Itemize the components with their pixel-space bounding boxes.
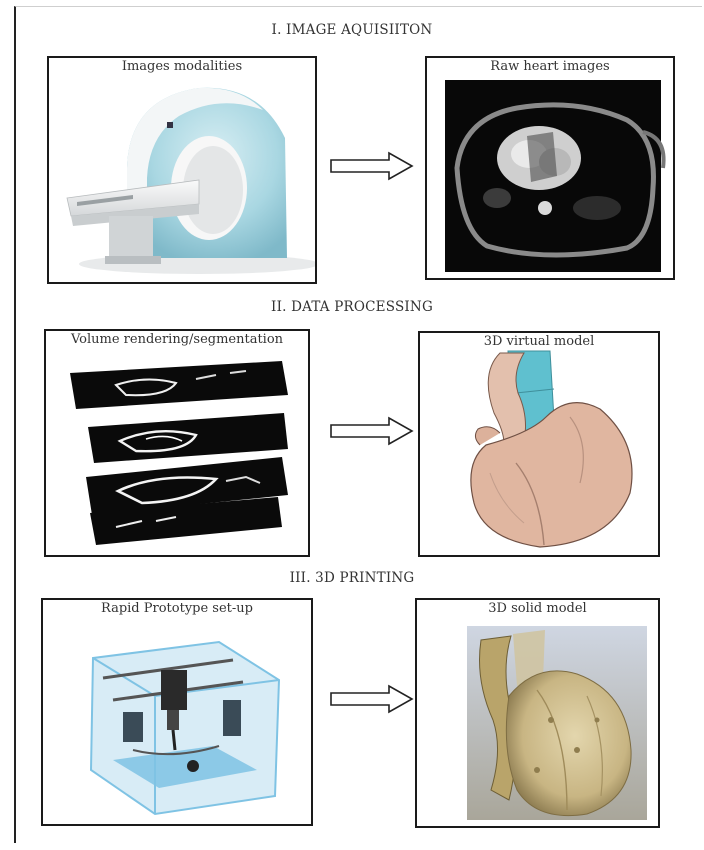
panel-title-3d-virtual-model: 3D virtual model	[420, 334, 658, 349]
panel-raw-heart-images: Raw heart images	[425, 56, 675, 280]
right-arrow-icon	[329, 416, 415, 446]
right-arrow-icon	[329, 151, 415, 181]
segmentation-slices-illustration	[46, 331, 308, 555]
panel-3d-solid-model: 3D solid model	[415, 598, 660, 828]
panel-title-rapid-prototype: Rapid Prototype set-up	[43, 601, 311, 616]
cardiac-mri-image	[427, 58, 673, 278]
panel-image-modalities: Images modalities	[47, 56, 317, 284]
panel-3d-virtual-model: 3D virtual model	[418, 331, 660, 557]
section-2-heading: II. DATA PROCESSING	[0, 299, 704, 315]
3d-printer-illustration	[43, 600, 311, 824]
section-3-heading: III. 3D PRINTING	[0, 570, 704, 586]
panel-rapid-prototype: Rapid Prototype set-up	[41, 598, 313, 826]
section-1-heading: I. IMAGE AQUISIITON	[0, 22, 704, 38]
panel-title-image-modalities: Images modalities	[49, 59, 315, 74]
right-arrow-icon	[329, 684, 415, 714]
heart-virtual-model-render	[420, 333, 658, 555]
panel-title-volume-rendering: Volume rendering/segmentation	[46, 332, 308, 347]
mri-scanner-illustration	[49, 58, 315, 282]
printed-heart-photo	[417, 600, 658, 826]
panel-volume-rendering: Volume rendering/segmentation	[44, 329, 310, 557]
panel-title-3d-solid-model: 3D solid model	[417, 601, 658, 616]
panel-title-raw-heart-images: Raw heart images	[427, 59, 673, 74]
